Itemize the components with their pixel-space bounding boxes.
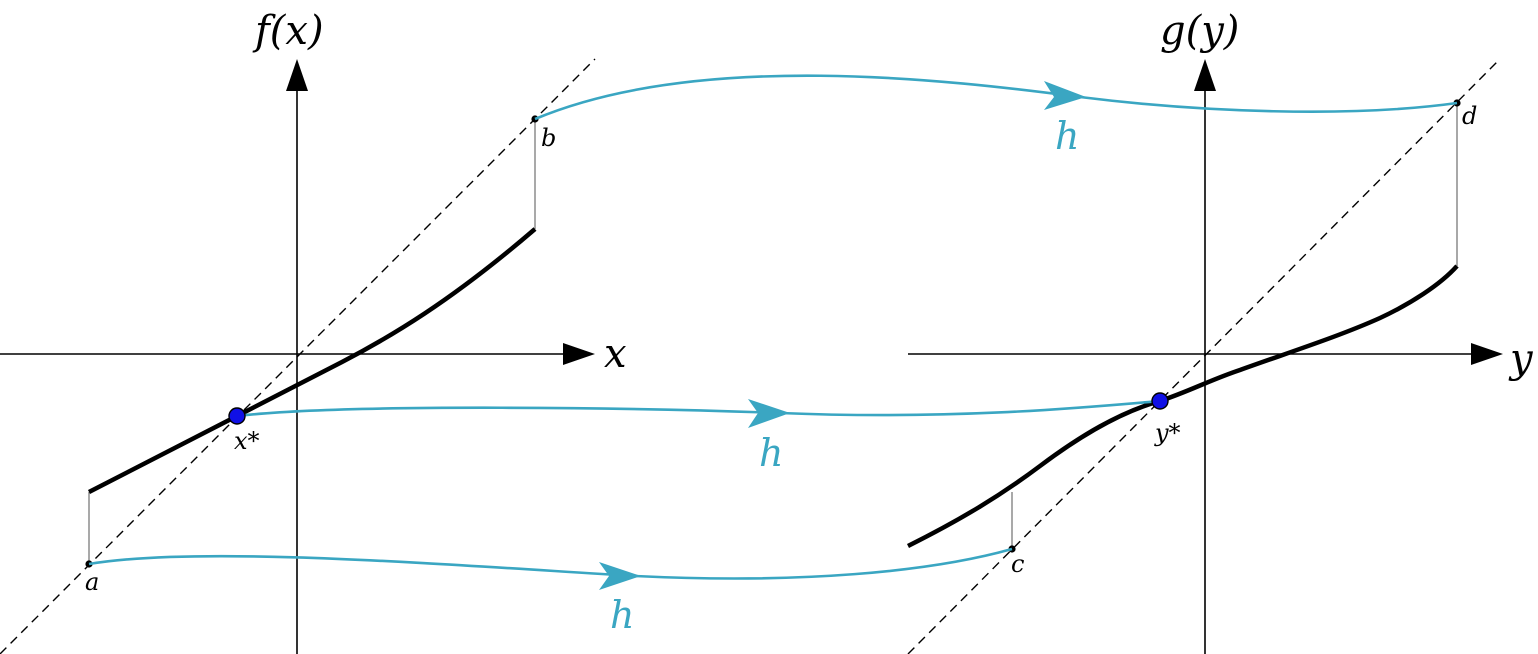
left-y-axis-arrow-icon — [286, 59, 308, 91]
fixed-point-x-dot — [228, 407, 246, 425]
point-b-label: b — [541, 124, 556, 152]
left-x-axis-label: x — [604, 331, 627, 377]
g-curve — [906, 264, 1459, 549]
right-diagonal-line — [907, 58, 1501, 654]
right-x-axis-arrow-icon — [1471, 343, 1503, 365]
f-curve — [87, 227, 537, 495]
right-plot: g(y) y c d y* — [906, 8, 1534, 654]
point-d-label: d — [1462, 102, 1477, 130]
left-x-axis-arrow-icon — [563, 343, 595, 365]
h-curve-middle — [236, 399, 1161, 418]
h-arrow-middle-icon — [748, 399, 790, 428]
left-plot: f(x) x a b x* — [0, 8, 627, 654]
point-a-label: a — [85, 568, 99, 596]
h-arrow-top-icon — [1044, 81, 1086, 110]
fixed-point-y-dot — [1151, 392, 1169, 410]
fixed-point-x-label: x* — [234, 427, 260, 455]
left-y-axis-label: f(x) — [252, 8, 324, 54]
h-label-middle: h — [759, 431, 783, 475]
right-x-axis-label: y — [1508, 336, 1534, 382]
h-arrow-bottom-icon — [599, 562, 641, 590]
h-label-top: h — [1055, 114, 1079, 158]
h-label-bottom: h — [610, 593, 634, 637]
right-y-axis-label: g(y) — [1160, 8, 1239, 54]
h-curve-bottom — [88, 547, 1013, 580]
fixed-point-y-label: y* — [1154, 419, 1181, 447]
right-y-axis-arrow-icon — [1194, 59, 1216, 91]
point-c-label: c — [1011, 550, 1024, 578]
mapping-arrows: h h h — [88, 74, 1458, 637]
h-curve-top — [534, 74, 1458, 121]
